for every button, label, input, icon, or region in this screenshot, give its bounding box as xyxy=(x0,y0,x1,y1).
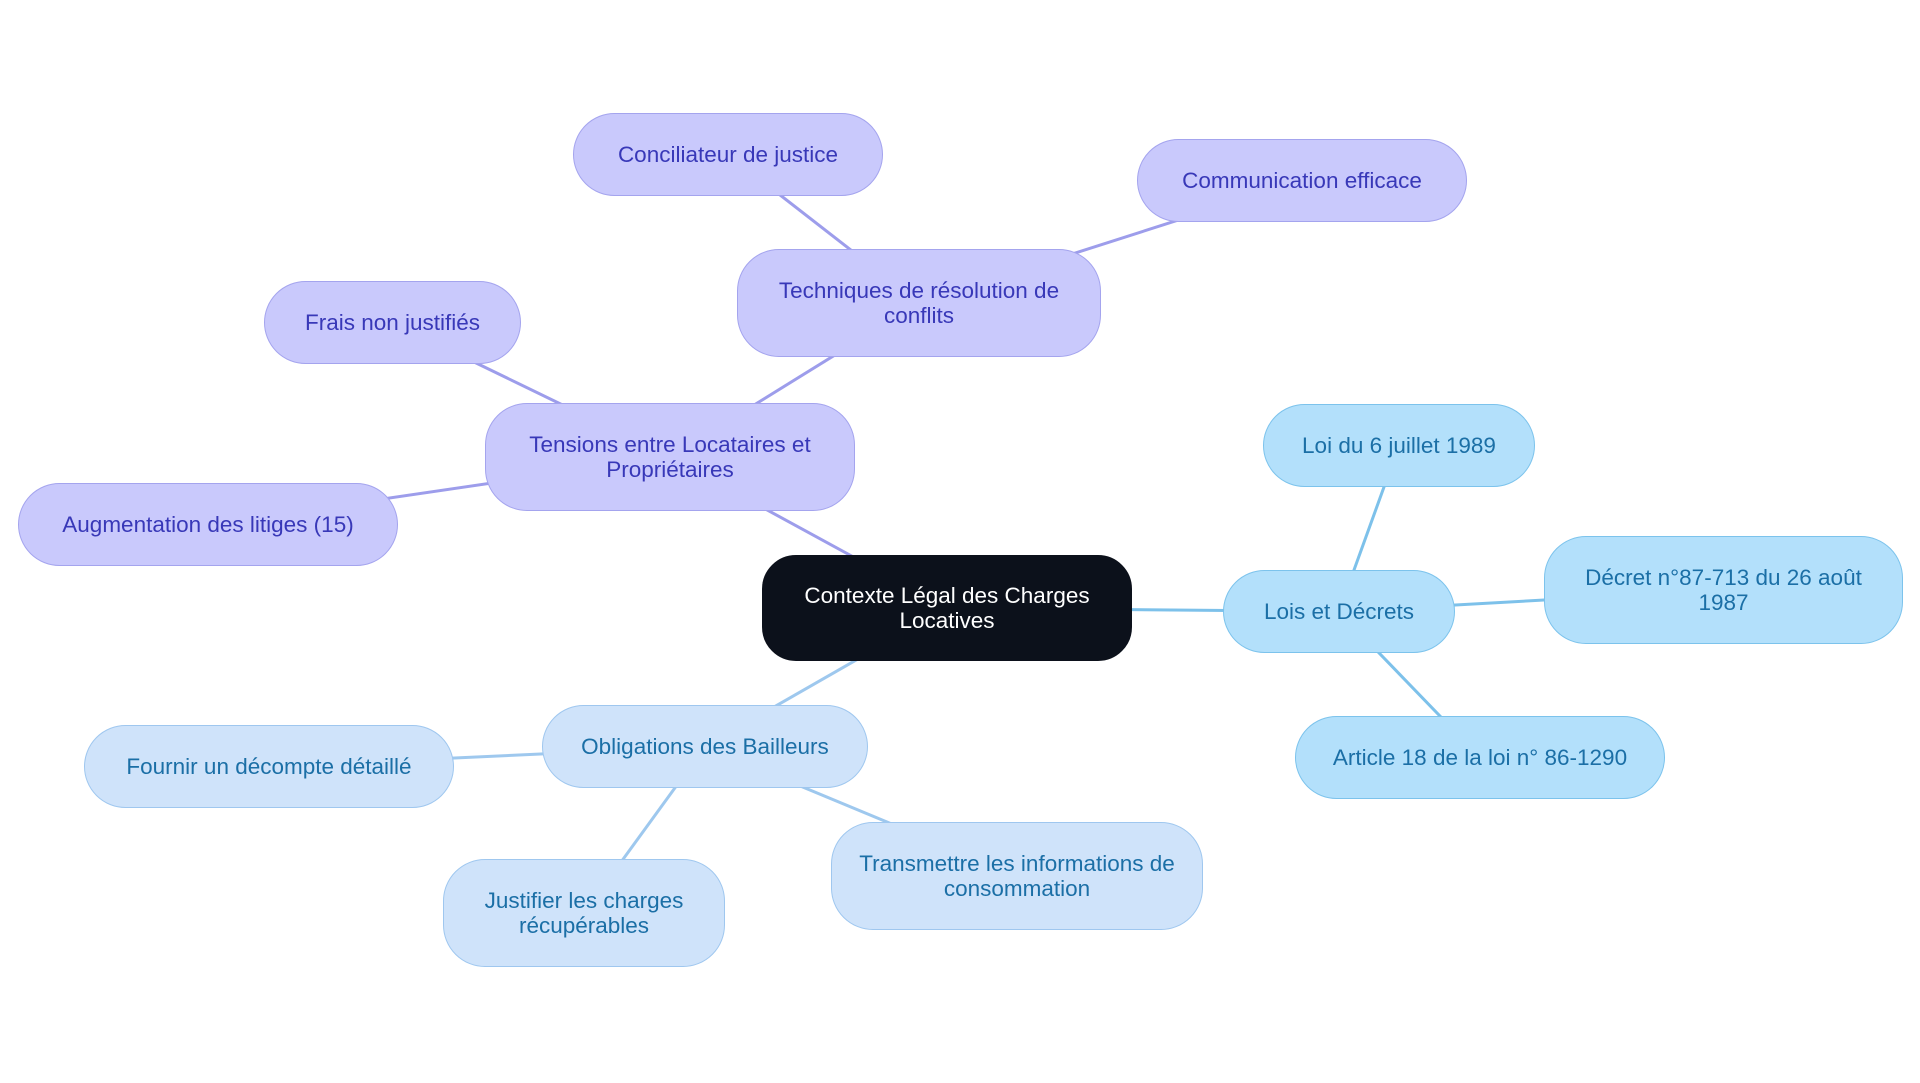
node-tensions-label: Tensions entre Locataires et Propriétair… xyxy=(529,432,811,482)
node-justifier-charges[interactable]: Justifier les charges récupérables xyxy=(443,859,725,967)
node-loi-1989[interactable]: Loi du 6 juillet 1989 xyxy=(1263,404,1535,487)
root-node[interactable]: Contexte Légal des Charges Locatives xyxy=(762,555,1132,661)
node-transmettre-informations[interactable]: Transmettre les informations de consomma… xyxy=(831,822,1203,930)
node-article18-label: Article 18 de la loi n° 86-1290 xyxy=(1332,745,1628,770)
node-decompte-detaille[interactable]: Fournir un décompte détaillé xyxy=(84,725,454,808)
node-justifier-label: Justifier les charges récupérables xyxy=(484,888,684,938)
node-resolution-techniques[interactable]: Techniques de résolution de conflits xyxy=(737,249,1101,357)
node-lois-label: Lois et Décrets xyxy=(1263,599,1415,624)
node-transmettre-label: Transmettre les informations de consomma… xyxy=(859,851,1175,901)
node-loi1989-label: Loi du 6 juillet 1989 xyxy=(1302,433,1496,458)
node-decret-87-713[interactable]: Décret n°87-713 du 26 août 1987 xyxy=(1544,536,1903,644)
node-frais-non-justifies[interactable]: Frais non justifiés xyxy=(264,281,521,364)
node-decompte-label: Fournir un décompte détaillé xyxy=(126,754,412,779)
root-node-label: Contexte Légal des Charges Locatives xyxy=(804,583,1090,633)
node-conciliateur[interactable]: Conciliateur de justice xyxy=(573,113,883,196)
node-augmentation-label: Augmentation des litiges (15) xyxy=(62,512,354,537)
node-resolution-label: Techniques de résolution de conflits xyxy=(778,278,1060,328)
node-lois-decrets[interactable]: Lois et Décrets xyxy=(1223,570,1455,653)
node-communication-label: Communication efficace xyxy=(1182,168,1422,193)
node-communication[interactable]: Communication efficace xyxy=(1137,139,1467,222)
node-decret-label: Décret n°87-713 du 26 août 1987 xyxy=(1585,565,1862,615)
node-tensions[interactable]: Tensions entre Locataires et Propriétair… xyxy=(485,403,855,511)
node-augmentation-litiges[interactable]: Augmentation des litiges (15) xyxy=(18,483,398,566)
node-obligations-label: Obligations des Bailleurs xyxy=(581,734,829,759)
node-conciliateur-label: Conciliateur de justice xyxy=(617,142,839,167)
node-obligations-bailleurs[interactable]: Obligations des Bailleurs xyxy=(542,705,868,788)
node-frais-label: Frais non justifiés xyxy=(304,310,481,335)
node-article-18[interactable]: Article 18 de la loi n° 86-1290 xyxy=(1295,716,1665,799)
